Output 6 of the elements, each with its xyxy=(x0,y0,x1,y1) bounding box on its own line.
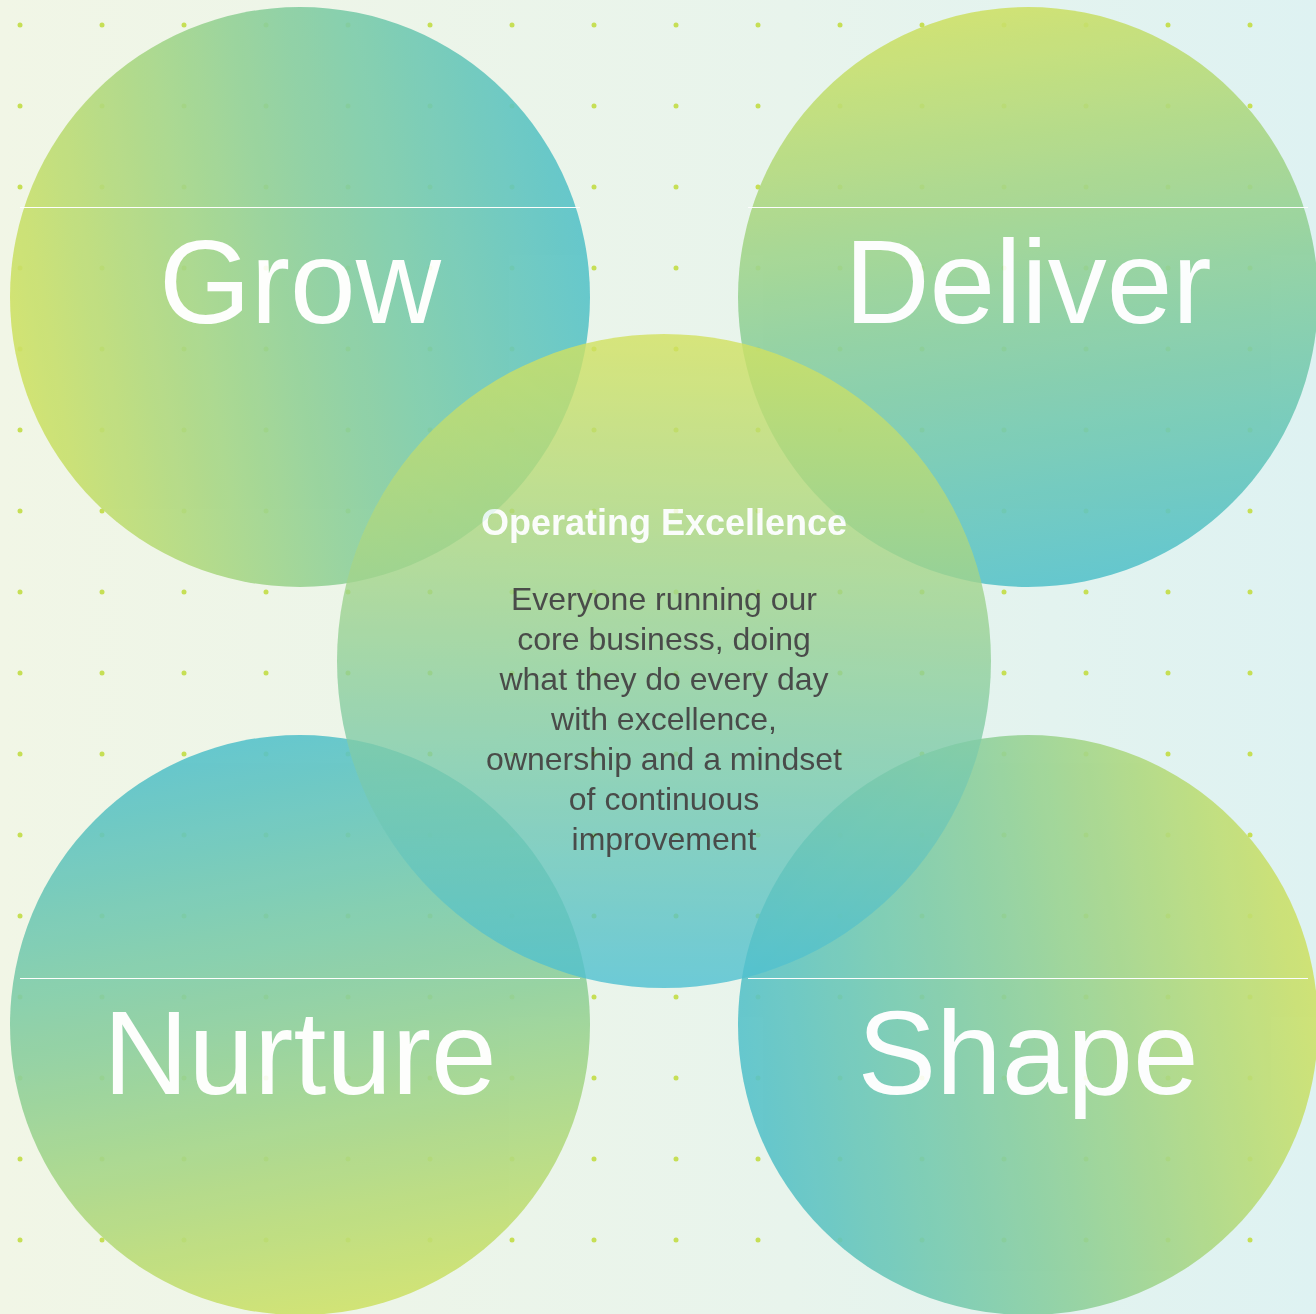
description: Everyone running our core business, doing what they do every day with excellence, ownership and a mindset of continuous improvement xyxy=(485,580,843,859)
pillar-label: Grow xyxy=(158,217,442,347)
pillar-label: Deliver xyxy=(843,217,1213,347)
heading: Operating Excellence xyxy=(479,502,849,544)
pillar-label: Shape xyxy=(856,988,1200,1118)
pillar-label: Nurture xyxy=(102,988,498,1118)
